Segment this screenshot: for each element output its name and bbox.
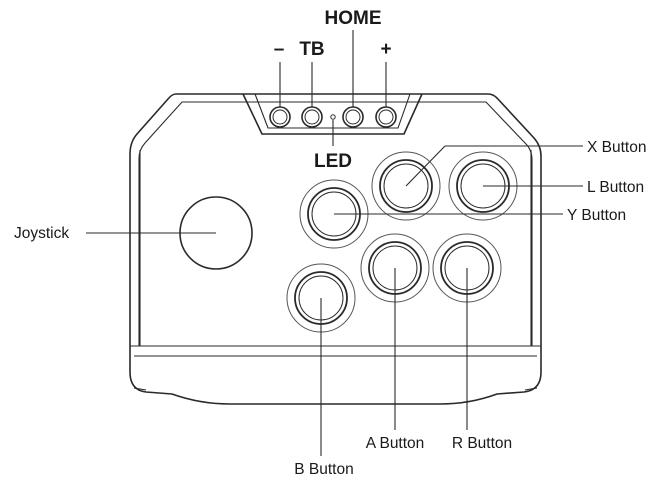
label-x-button: X Button — [587, 139, 646, 156]
label-minus: – — [274, 39, 285, 60]
tb-button[interactable] — [301, 106, 323, 128]
label-plus: + — [380, 39, 391, 60]
label-joystick: Joystick — [14, 225, 69, 242]
label-b-button: B Button — [294, 461, 353, 478]
label-tb: TB — [299, 39, 324, 60]
label-l-button: L Button — [587, 179, 644, 196]
label-a-button: A Button — [366, 435, 425, 452]
label-r-button: R Button — [452, 435, 512, 452]
leader-lines — [86, 30, 583, 456]
leader-x — [405, 145, 446, 187]
home-button[interactable] — [342, 106, 364, 128]
plus-button[interactable] — [375, 106, 397, 128]
led-indicator — [330, 114, 336, 120]
minus-button[interactable] — [269, 106, 291, 128]
label-home: HOME — [325, 8, 382, 29]
label-y-button: Y Button — [567, 207, 626, 224]
label-led: LED — [314, 151, 352, 172]
